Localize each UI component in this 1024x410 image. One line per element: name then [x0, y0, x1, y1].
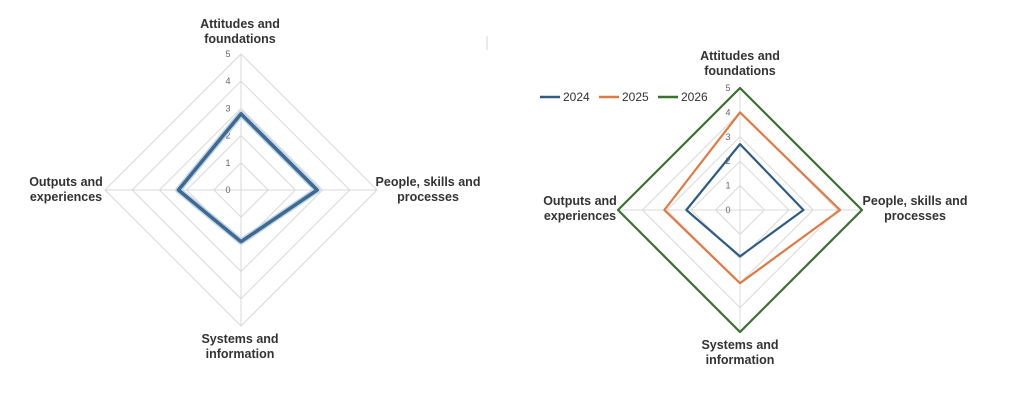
series-line-2024: [685, 143, 805, 258]
tick-label: 1: [225, 158, 230, 168]
tick-label: 0: [725, 205, 730, 215]
tick-label: 1: [725, 181, 730, 191]
legend-label: 2024: [563, 90, 590, 104]
series-line-2026: [616, 86, 864, 334]
tick-label: 2: [725, 156, 730, 166]
series-line: [176, 112, 319, 244]
tick-label: 5: [725, 83, 730, 93]
tick-label: 4: [225, 76, 230, 86]
tick-label: 3: [725, 132, 730, 142]
tick-label: 0: [225, 185, 230, 195]
tick-label: 4: [725, 107, 730, 117]
legend-label: 2025: [622, 90, 649, 104]
legend-label: 2026: [681, 90, 708, 104]
tick-label: 5: [225, 49, 230, 59]
tick-label: 2: [225, 131, 230, 141]
series-line-2025: [663, 111, 842, 285]
legend: 2024 2025 2026: [540, 90, 708, 104]
tick-label: 3: [225, 103, 230, 113]
